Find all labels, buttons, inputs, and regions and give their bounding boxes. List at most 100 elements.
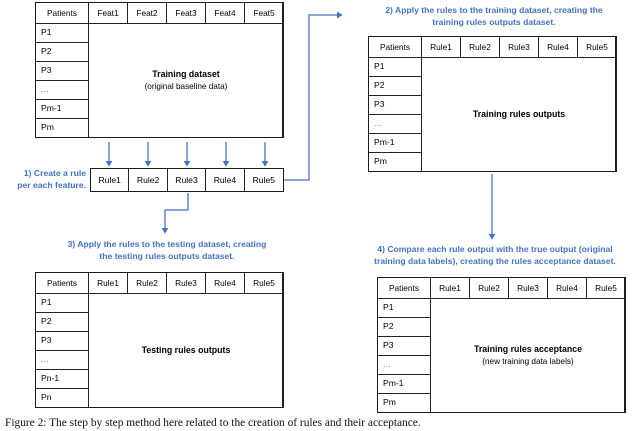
step-4-caption: 4) Compare each rule output with the tru… [352,243,638,267]
row-label-pn: Pn [35,388,89,408]
row-label-p2: P2 [368,76,422,96]
table-row: ... [35,350,284,370]
table-testing-rules-outputs: Patients Rule1 Rule2 Rule3 Rule4 Rule5 P… [35,272,284,408]
column-header-feat5: Feat5 [244,2,284,24]
table-row: P2 [35,312,284,332]
column-header-rule1: Rule1 [430,277,470,299]
column-header-feat4: Feat4 [205,2,245,24]
arrow-rules-to-step3 [161,193,189,234]
body-title: Training rules acceptance [473,344,583,355]
table-row: Pm [368,152,617,172]
body-subtitle: (new training data labels) [482,356,574,366]
row-label-ellipsis: ... [368,114,422,134]
row-label-p3: P3 [377,336,431,356]
table-body-label: Training rules outputs [421,57,617,172]
table-row: P1 Training rules acceptance (new traini… [377,298,626,413]
row-label-pm: Pm [35,118,89,138]
table-training-dataset: Patients Feat1 Feat2 Feat3 Feat4 Feat5 P… [35,2,284,138]
row-label-p3: P3 [368,95,422,115]
table-header-row: Patients Rule1 Rule2 Rule3 Rule4 Rule5 [377,277,626,299]
column-header-patients: Patients [35,2,89,24]
column-header-rule3: Rule3 [499,36,539,58]
table-row: P1 Testing rules outputs [35,293,284,408]
column-header-rule2: Rule2 [469,277,509,299]
step-3-line-1: 3) Apply the rules to the testing datase… [67,239,267,249]
row-label-ellipsis: ... [35,80,89,100]
column-header-rule3: Rule3 [166,272,206,294]
table-body-label: Testing rules outputs [88,293,284,408]
column-header-rule2: Rule2 [460,36,500,58]
table-row: Pm-1 [377,374,626,394]
table-body-label: Training dataset (original baseline data… [88,23,284,138]
column-header-rule4: Rule4 [538,36,578,58]
step-2-caption: 2) Apply the rules to the training datas… [350,4,638,28]
table-header-row: Patients Rule1 Rule2 Rule3 Rule4 Rule5 [368,36,617,58]
row-label-p1: P1 [35,293,89,313]
body-title: Training dataset [152,69,220,80]
table-row: P2 [35,42,284,62]
table-row: P1 Training rules outputs [368,57,617,172]
table-header-row: Patients Rule1 Rule2 Rule3 Rule4 Rule5 [35,272,284,294]
row-label-ellipsis: ... [35,350,89,370]
rule-cell-rule3[interactable]: Rule3 [167,169,207,191]
rule-cell-rule4[interactable]: Rule4 [206,169,245,191]
rule-cell-rule2[interactable]: Rule2 [129,169,168,191]
rules-strip: Rule1 Rule2 Rule3 Rule4 Rule5 [90,168,284,192]
step-1-line-2: per each feature. [17,180,86,191]
row-label-p3: P3 [35,331,89,351]
column-header-rule3: Rule3 [508,277,548,299]
table-row: ... [377,355,626,375]
body-subtitle: (original baseline data) [144,81,228,91]
step-4-line-1: 4) Compare each rule output with the tru… [377,244,613,254]
step-2-line-2: training rules outputs dataset. [432,17,556,28]
table-row: Pm [35,118,284,138]
table-row: Pn [35,388,284,408]
step-2-line-1: 2) Apply the rules to the training datas… [385,5,603,15]
row-label-p1: P1 [35,23,89,43]
step-3-caption: 3) Apply the rules to the testing datase… [34,238,300,262]
column-header-rule1: Rule1 [421,36,461,58]
row-label-p2: P2 [35,42,89,62]
column-header-patients: Patients [368,36,422,58]
row-label-pm: Pm [368,152,422,172]
column-header-rule1: Rule1 [88,272,128,294]
figure-caption: Figure 2: The step by step method here r… [5,417,421,429]
step-1-line-1: 1) Create a rule [23,168,86,178]
row-label-p2: P2 [377,317,431,337]
column-header-rule4: Rule4 [205,272,245,294]
table-row: P3 [35,61,284,81]
row-label-pm-1: Pm-1 [377,374,431,394]
table-row: Pm [377,393,626,413]
column-header-patients: Patients [377,277,431,299]
table-training-rules-outputs: Patients Rule1 Rule2 Rule3 Rule4 Rule5 P… [368,36,617,172]
step-3-line-2: the testing rules outputs dataset. [99,251,235,262]
column-header-rule4: Rule4 [547,277,587,299]
column-header-feat3: Feat3 [166,2,206,24]
row-label-pm-1: Pm-1 [368,133,422,153]
column-header-patients: Patients [35,272,89,294]
column-header-rule5: Rule5 [577,36,617,58]
table-row: P1 Training dataset (original baseline d… [35,23,284,138]
row-label-p2: P2 [35,312,89,332]
table-row: Pm-1 [368,133,617,153]
table-row: P2 [377,317,626,337]
column-header-rule5: Rule5 [586,277,626,299]
arrow-rules-to-step2 [284,11,343,181]
column-header-feat2: Feat2 [127,2,167,24]
table-header-row: Patients Feat1 Feat2 Feat3 Feat4 Feat5 [35,2,284,24]
row-label-pm: Pm [377,393,431,413]
row-label-p1: P1 [377,298,431,318]
column-header-rule5: Rule5 [244,272,284,294]
row-label-pn-1: Pn-1 [35,369,89,389]
column-header-rule2: Rule2 [127,272,167,294]
table-training-rules-acceptance: Patients Rule1 Rule2 Rule3 Rule4 Rule5 P… [377,277,626,413]
column-header-feat1: Feat1 [88,2,128,24]
step-4-line-2: training data labels), creating the rule… [374,256,616,267]
body-title: Training rules outputs [472,108,566,119]
rule-cell-rule1[interactable]: Rule1 [91,169,130,191]
row-label-p1: P1 [368,57,422,77]
table-row: P3 [368,95,617,115]
rule-cell-rule5[interactable]: Rule5 [244,169,284,191]
table-row: P3 [377,336,626,356]
